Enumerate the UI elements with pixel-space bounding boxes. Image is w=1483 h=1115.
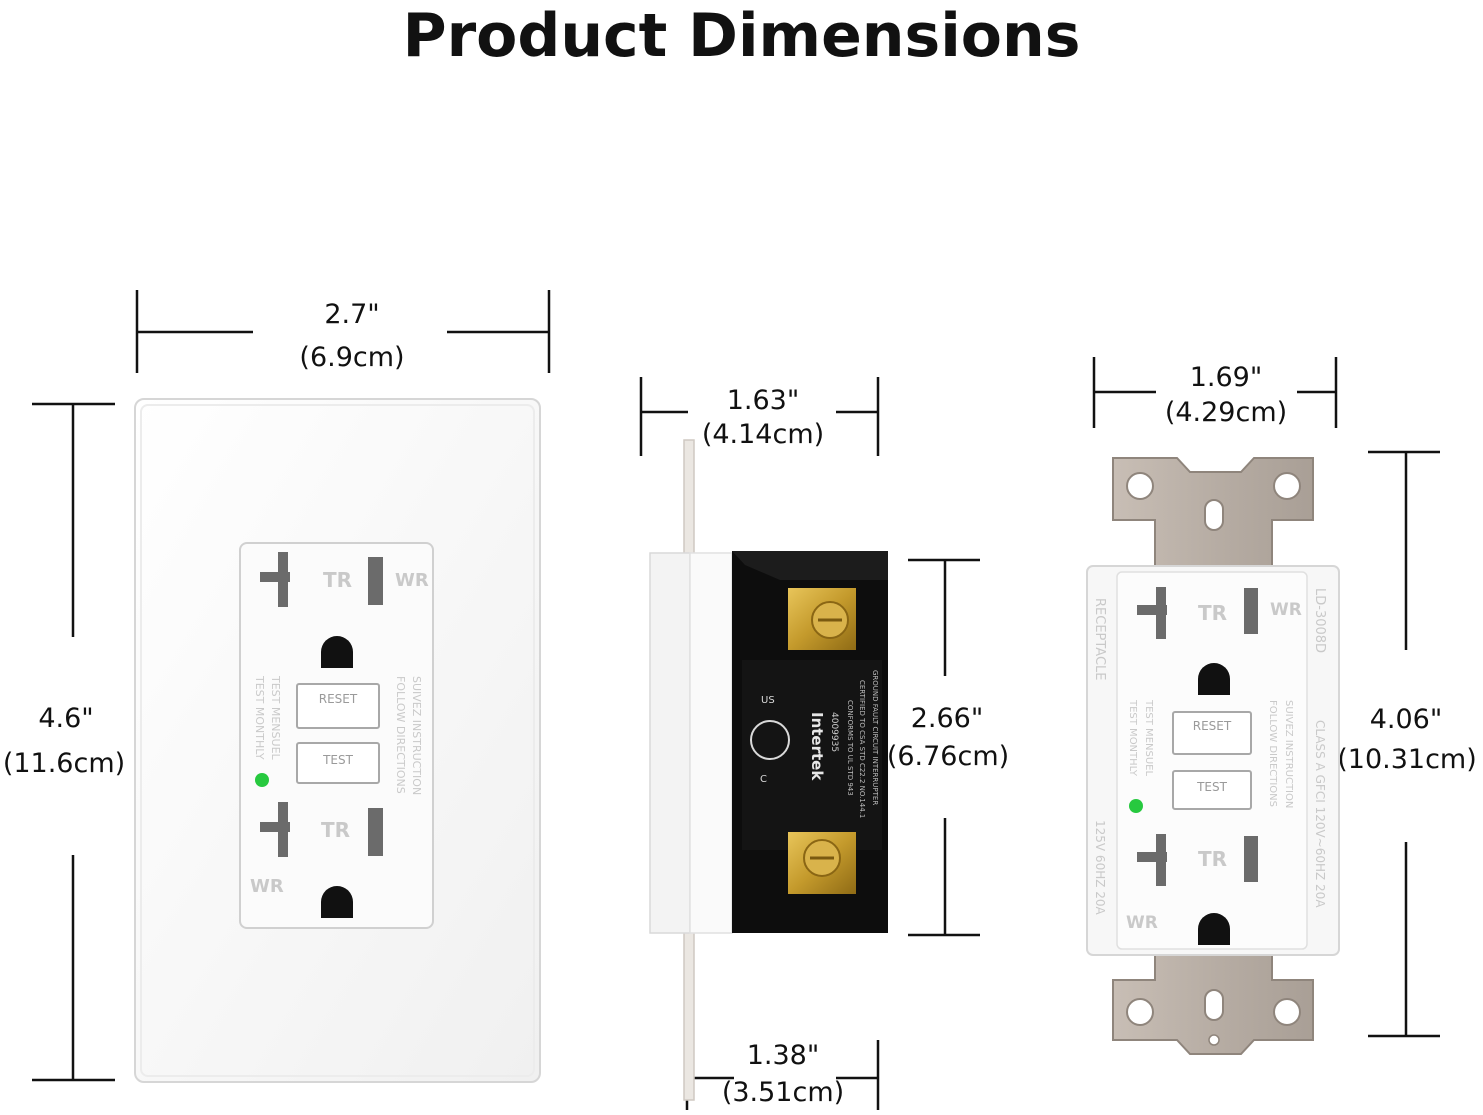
svg-text:RECEPTACLE: RECEPTACLE — [1092, 598, 1107, 681]
bottom-receptacle: TR WR — [1126, 834, 1258, 945]
front-width-inches: 1.69" — [1190, 362, 1263, 393]
side-body-inches: 1.38" — [747, 1040, 820, 1071]
svg-text:SUIVEZ INSTRUCTION: SUIVEZ INSTRUCTION — [1283, 700, 1294, 808]
outlet-face-edge — [649, 552, 691, 934]
test-button[interactable] — [296, 742, 380, 784]
front-height-cm: (10.31cm) — [1337, 744, 1477, 775]
side-height-cm: (6.76cm) — [887, 741, 1009, 772]
svg-text:WR: WR — [395, 570, 429, 591]
svg-text:TEST: TEST — [322, 753, 354, 767]
svg-text:CERTIFIED TO CSA STD C22.2 NO.: CERTIFIED TO CSA STD C22.2 NO.144.1 — [858, 680, 866, 818]
svg-text:TR: TR — [321, 818, 350, 842]
svg-text:WR: WR — [1270, 600, 1302, 620]
top-receptacle: TR WR — [260, 552, 429, 668]
side-depth-dimension: 1.63" (4.14cm) — [639, 377, 880, 456]
front-width-dimension: 1.69" (4.29cm) — [1092, 357, 1338, 428]
mounting-strap-top — [1112, 457, 1314, 569]
svg-text:CLASS A GFCI 120V~60HZ 20A: CLASS A GFCI 120V~60HZ 20A — [1313, 720, 1327, 908]
svg-text:SUIVEZ INSTRUCTION: SUIVEZ INSTRUCTION — [410, 676, 423, 795]
mounting-hole — [1273, 472, 1301, 500]
svg-text:TEST MENSUEL: TEST MENSUEL — [1143, 699, 1154, 776]
svg-text:C: C — [760, 774, 767, 785]
certification-mark: C US Intertek 4009935 CONFORMS TO UL STD… — [750, 670, 879, 818]
svg-text:FOLLOW DIRECTIONS: FOLLOW DIRECTIONS — [1267, 700, 1278, 807]
ground-hole — [1198, 913, 1230, 945]
svg-text:4009935: 4009935 — [829, 712, 839, 752]
plate-width-cm: (6.9cm) — [299, 342, 404, 373]
side-height-inches: 2.66" — [911, 703, 984, 734]
svg-text:WR: WR — [250, 876, 284, 897]
svg-text:125V 60HZ 20A: 125V 60HZ 20A — [1093, 820, 1107, 916]
reset-button[interactable] — [1172, 711, 1252, 755]
ground-hole — [321, 886, 353, 918]
svg-text:LD-3008D: LD-3008D — [1312, 588, 1327, 653]
svg-text:RESET: RESET — [319, 692, 358, 706]
indicator-led — [1129, 799, 1143, 813]
wall-plate-view: 2.7" (6.9cm) 4.6" (11.6cm) TR WR — [3, 290, 551, 1083]
svg-text:TEST MONTHLY: TEST MONTHLY — [1127, 699, 1138, 777]
svg-text:TEST MENSUEL: TEST MENSUEL — [269, 675, 282, 761]
mounting-strap-bottom — [1112, 949, 1314, 1055]
plate-width-dimension: 2.7" (6.9cm) — [135, 290, 551, 373]
brass-terminal-bottom — [788, 832, 856, 894]
svg-text:TR: TR — [1198, 847, 1227, 871]
plate-height-inches: 4.6" — [38, 703, 93, 734]
front-outlet-view: 1.69" (4.29cm) 4.06" (10.31cm) — [1086, 357, 1477, 1055]
top-receptacle: TR WR — [1137, 587, 1302, 695]
side-depth-cm: (4.14cm) — [702, 419, 824, 450]
front-height-dimension: 4.06" (10.31cm) — [1337, 450, 1477, 1038]
page-title: Product Dimensions — [402, 1, 1081, 71]
plate-height-dimension: 4.6" (11.6cm) — [3, 402, 125, 1082]
svg-text:CONFORMS TO UL STD 943: CONFORMS TO UL STD 943 — [846, 700, 854, 796]
svg-text:TEST: TEST — [1196, 780, 1228, 794]
side-depth-inches: 1.63" — [727, 385, 800, 416]
indicator-led — [255, 773, 269, 787]
reset-button[interactable] — [296, 683, 380, 729]
bottom-receptacle: TR WR — [250, 802, 383, 918]
etl-listed-icon — [750, 720, 790, 760]
test-button[interactable] — [1172, 770, 1252, 810]
front-height-inches: 4.06" — [1370, 704, 1443, 735]
svg-text:WR: WR — [1126, 913, 1158, 933]
brass-terminal-top — [788, 588, 856, 650]
side-height-dimension: 2.66" (6.76cm) — [887, 558, 1009, 937]
svg-text:TR: TR — [1198, 601, 1227, 625]
front-width-cm: (4.29cm) — [1165, 397, 1287, 428]
svg-text:RESET: RESET — [1193, 719, 1232, 733]
plate-width-inches: 2.7" — [324, 299, 379, 330]
mounting-hole — [1273, 998, 1301, 1026]
plate-height-cm: (11.6cm) — [3, 748, 125, 779]
svg-text:FOLLOW DIRECTIONS: FOLLOW DIRECTIONS — [394, 676, 407, 794]
svg-text:US: US — [761, 695, 775, 706]
outlet-face: TR WR RESET TEST TEST MONTHLY TEST MENSU… — [239, 542, 434, 929]
side-view: 1.63" (4.14cm) 2.66" (6.76cm) 1.38" (3.5… — [639, 377, 1009, 1110]
mounting-hole — [1126, 998, 1154, 1026]
ground-hole — [321, 636, 353, 668]
side-body-dimension: 1.38" (3.51cm) — [685, 1040, 880, 1110]
svg-text:Intertek: Intertek — [808, 712, 826, 781]
ground-hole — [1198, 663, 1230, 695]
mounting-hole — [1126, 472, 1154, 500]
side-body-cm: (3.51cm) — [722, 1077, 844, 1108]
svg-text:TR: TR — [323, 568, 352, 592]
svg-text:TEST MONTHLY: TEST MONTHLY — [253, 675, 266, 760]
svg-text:GROUND FAULT CIRCUIT INTERRUPT: GROUND FAULT CIRCUIT INTERRUPTER — [871, 670, 879, 805]
